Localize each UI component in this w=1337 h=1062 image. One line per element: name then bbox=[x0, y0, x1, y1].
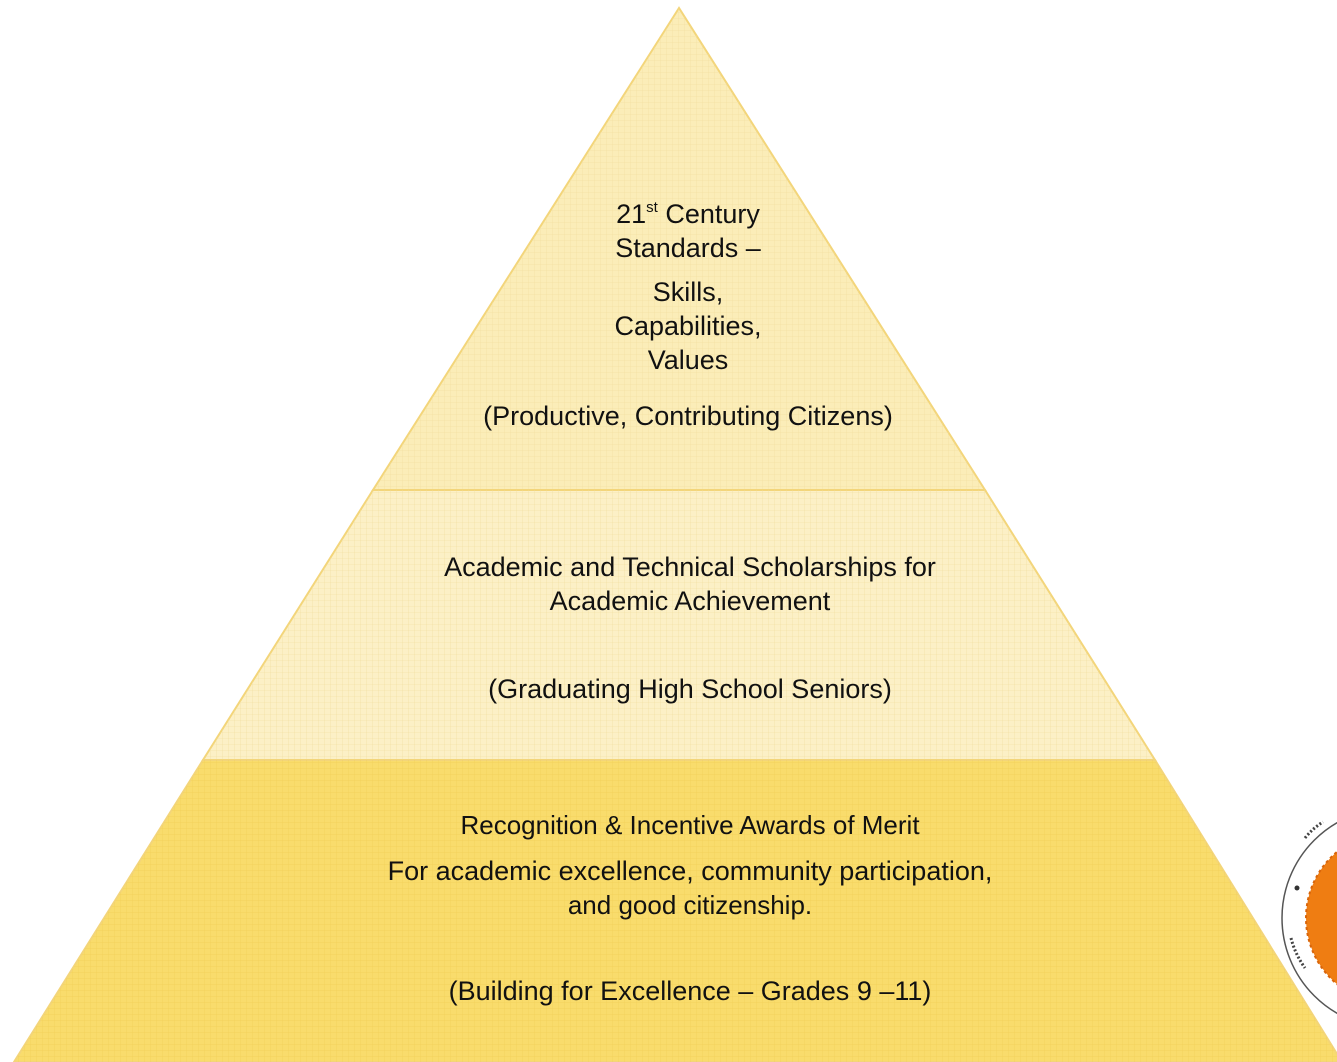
tier-top-title-superscript: st bbox=[646, 199, 658, 216]
tier-top-title: 21st Century bbox=[440, 197, 936, 231]
tier-top-audience: (Productive, Contributing Citizens) bbox=[483, 401, 893, 431]
tier-bottom-description-2: and good citizenship. bbox=[567, 890, 813, 920]
tier-top-text: 21st Century Standards – Skills, Capabil… bbox=[440, 197, 936, 433]
tier-middle-title-1: Academic and Technical Scholarships for bbox=[444, 552, 936, 582]
tier-top-title-rest: Century bbox=[657, 199, 760, 229]
tier-bottom-description-1: For academic excellence, community parti… bbox=[387, 856, 993, 886]
tier-top-subtitle: Standards – bbox=[615, 233, 761, 263]
tier-middle-audience: (Graduating High School Seniors) bbox=[488, 674, 892, 704]
tier-middle-title-2: Academic Achievement bbox=[549, 586, 831, 616]
tier-top-skills-2: Capabilities, bbox=[614, 311, 762, 341]
tier-bottom-text: Recognition & Incentive Awards of Merit … bbox=[300, 808, 1080, 1008]
tier-middle-text: Academic and Technical Scholarships for … bbox=[360, 550, 1020, 706]
seal-logo-icon bbox=[1281, 820, 1337, 1015]
tier-top-skills-1: Skills, bbox=[652, 277, 724, 307]
tier-bottom-audience: (Building for Excellence – Grades 9 –11) bbox=[448, 976, 932, 1006]
tier-bottom-title: Recognition & Incentive Awards of Merit bbox=[460, 810, 920, 840]
tier-top-title-number: 21 bbox=[616, 199, 647, 229]
tier-top-skills-3: Values bbox=[647, 345, 729, 375]
